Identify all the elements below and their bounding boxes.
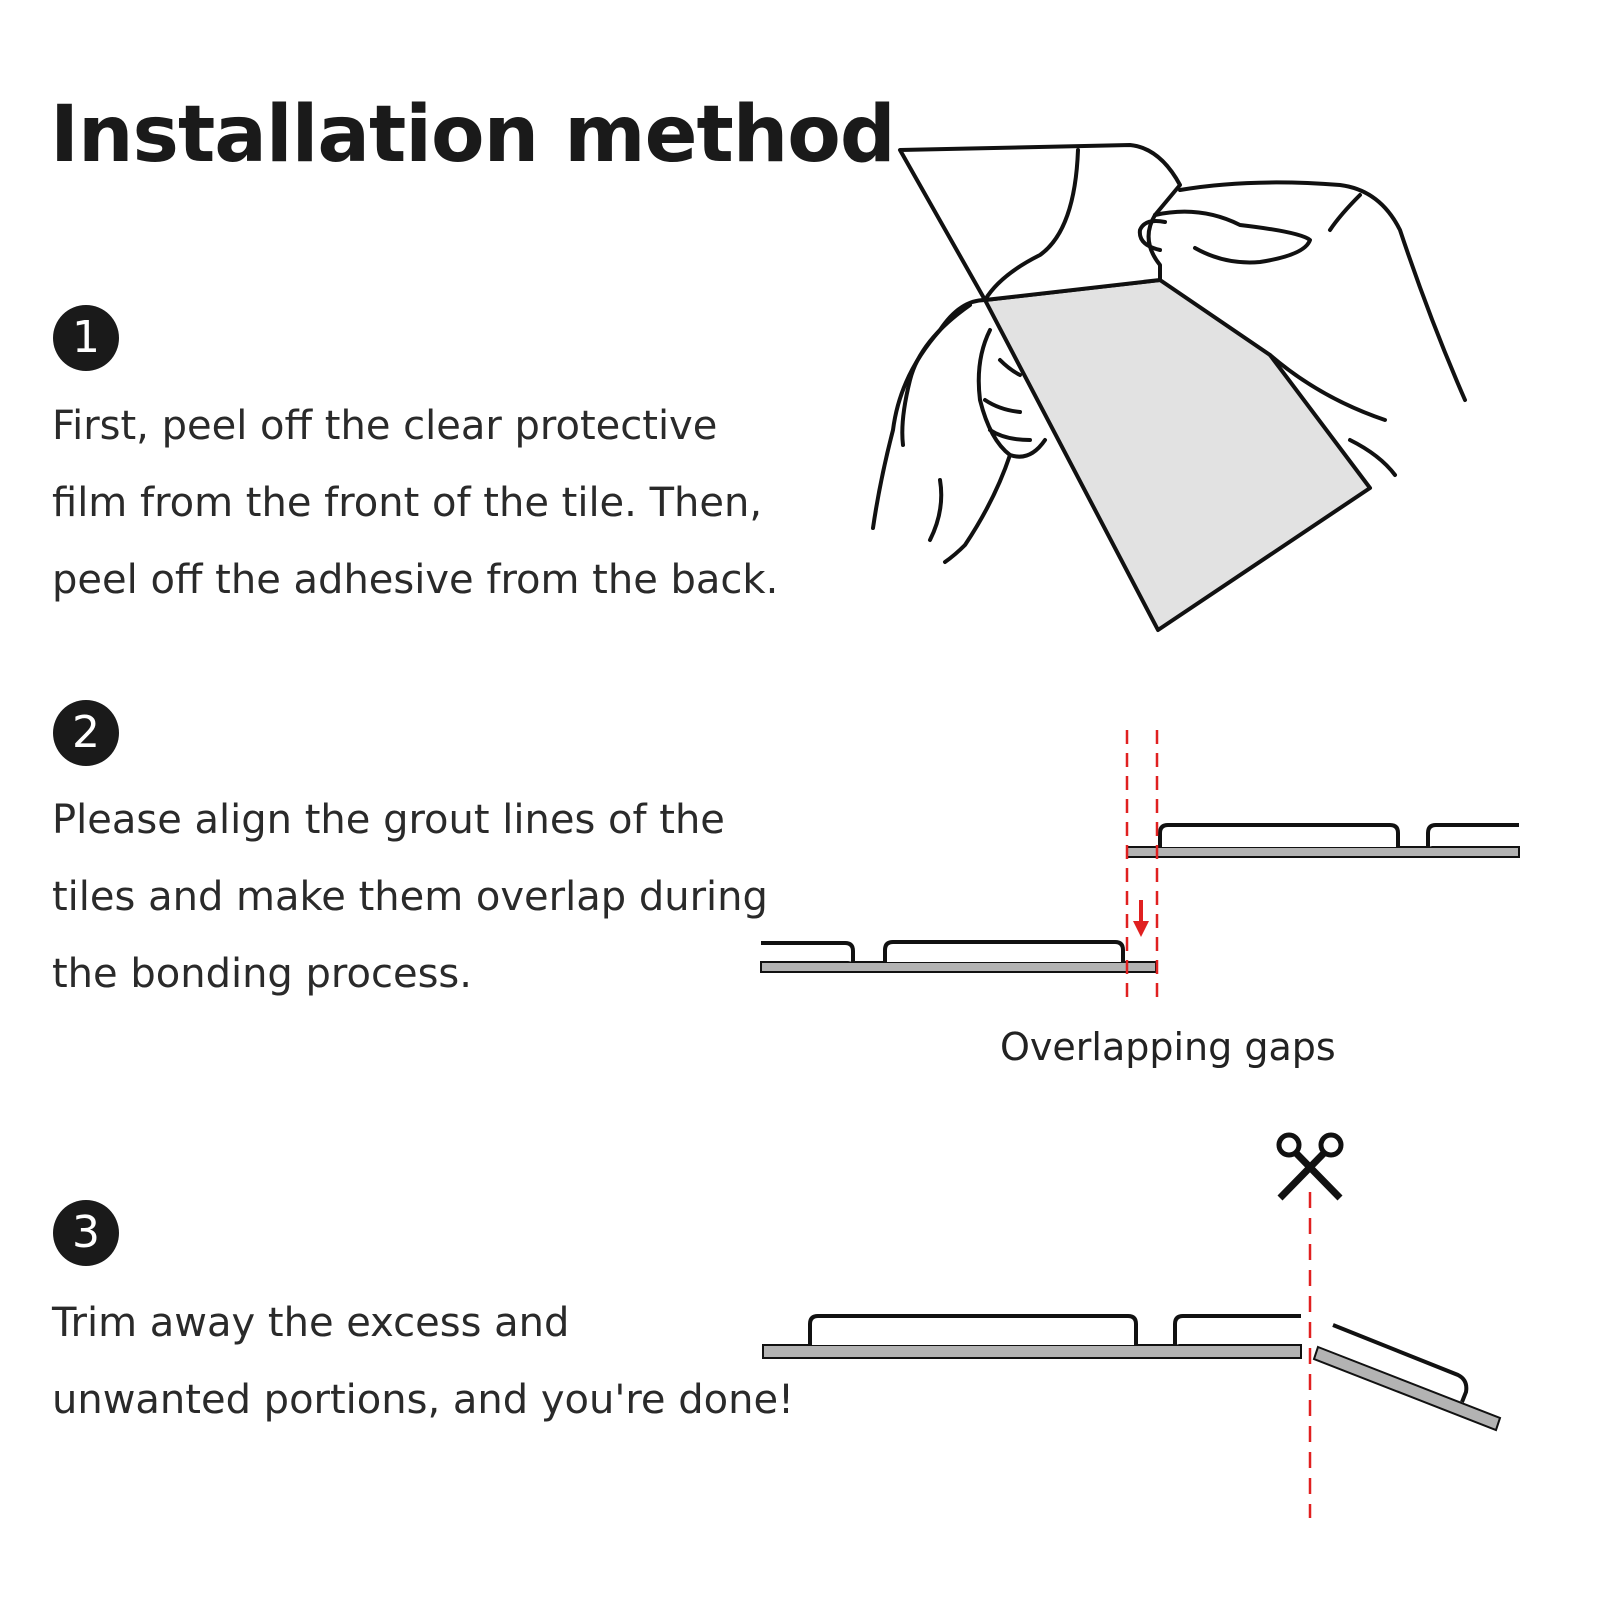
upper-tile-base: [1126, 846, 1520, 858]
step-2-line-3: the bonding process.: [52, 951, 472, 997]
step-2-line-1: Please align the grout lines of the: [52, 797, 725, 843]
trim-diagram: [762, 1132, 1502, 1518]
trim-tile-block: [808, 1314, 1138, 1345]
upper-tile-block-partial: [1426, 823, 1519, 847]
trim-tile-base: [762, 1344, 1302, 1359]
trim-tile-block-partial: [1173, 1314, 1301, 1345]
step-3-line-2: unwanted portions, and you're done!: [52, 1377, 795, 1423]
step-2-line-2: tiles and make them overlap during: [52, 874, 768, 920]
step-2-description: Please align the grout lines of the tile…: [52, 782, 812, 1013]
step-1-line-3: peel off the adhesive from the back.: [52, 557, 779, 603]
hands-peeling-tile-illustration: [871, 143, 1467, 632]
lower-tile-block-partial: [761, 941, 855, 962]
step-3-line-1: Trim away the excess and: [52, 1300, 570, 1346]
upper-tile-block: [1158, 823, 1400, 847]
trimmed-excess-piece: [1312, 1323, 1502, 1432]
step-1-number-badge: 1: [53, 305, 119, 371]
step-3-number-badge: 3: [53, 1200, 119, 1266]
lower-tile-base: [760, 961, 1157, 973]
step-3-description: Trim away the excess and unwanted portio…: [52, 1285, 812, 1439]
overlapping-gaps-caption: Overlapping gaps: [1000, 1025, 1336, 1069]
red-arrow-down-icon: [1133, 900, 1149, 937]
scissors-icon: [1276, 1132, 1344, 1201]
lower-tile-block: [883, 940, 1125, 962]
step-1-description: First, peel off the clear protective fil…: [52, 388, 812, 619]
step-1-line-2: film from the front of the tile. Then,: [52, 480, 763, 526]
page-title: Installation method: [50, 90, 896, 180]
step-2-number-badge: 2: [53, 700, 119, 766]
step-1-line-1: First, peel off the clear protective: [52, 403, 718, 449]
overlap-diagram: [760, 730, 1520, 1005]
